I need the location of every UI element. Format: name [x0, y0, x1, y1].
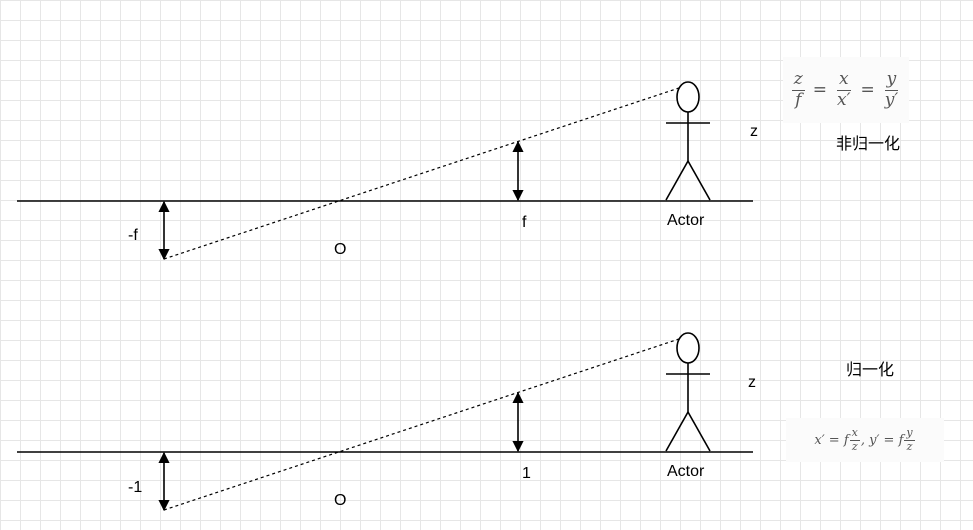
top-actor-icon	[665, 81, 711, 201]
bottom-diagram	[17, 332, 753, 512]
top-caption: 非归一化	[836, 136, 901, 153]
bottom-caption: 归一化	[846, 362, 895, 379]
top-projection-ray	[163, 85, 686, 260]
bottom-projection-ray	[163, 336, 686, 511]
bottom-origin-label: O	[334, 492, 347, 509]
top-focal-label: f	[522, 214, 527, 231]
top-neg-focal-label: -f	[128, 227, 138, 244]
bottom-actor-icon	[665, 332, 711, 452]
bottom-neg-unit-label: -1	[128, 479, 143, 496]
top-diagram	[17, 81, 753, 261]
bottom-z-label: z	[748, 374, 756, 391]
bottom-unit-label: 1	[522, 465, 531, 482]
top-actor-label: Actor	[667, 212, 705, 229]
bottom-actor-label: Actor	[667, 463, 705, 480]
top-origin-label: O	[334, 241, 347, 258]
top-z-label: z	[750, 123, 758, 140]
